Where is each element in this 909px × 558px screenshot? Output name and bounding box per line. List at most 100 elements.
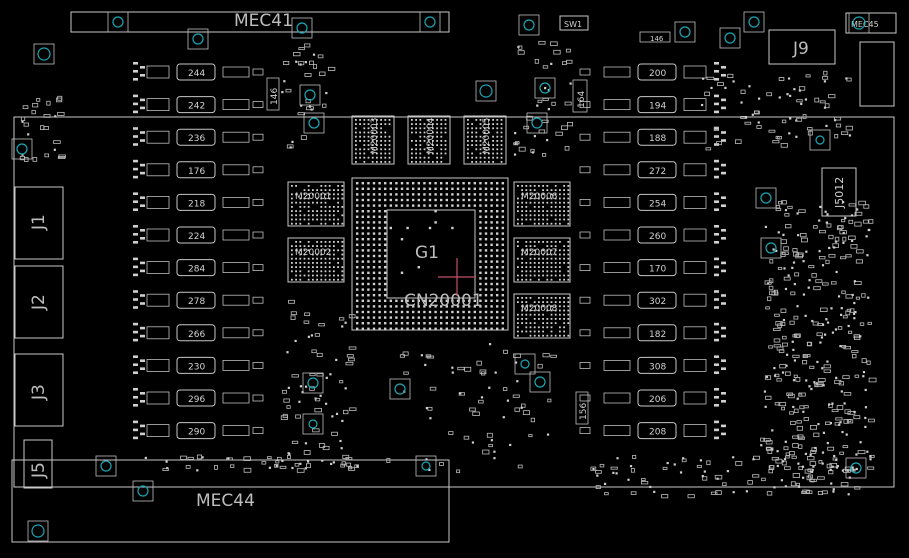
vrm-phase: 260	[580, 225, 726, 244]
vrm-phase: 182	[580, 323, 726, 342]
choke-label: 230	[188, 362, 205, 372]
j5-label: J5	[29, 462, 49, 479]
mosfet-outline	[147, 164, 169, 176]
vrm-phase: 266	[133, 323, 263, 342]
vrm-phase: 302	[580, 290, 726, 309]
capacitor-outline	[604, 263, 630, 273]
mounting-hole	[515, 354, 535, 374]
mosfet-outline	[684, 262, 706, 274]
choke-label: 170	[649, 265, 666, 275]
mosfet-outline	[147, 262, 169, 274]
j9-label: J9	[792, 39, 809, 59]
memory-chip-label: M20003	[370, 118, 380, 154]
mosfet-outline	[684, 392, 706, 404]
choke-label: 182	[649, 330, 666, 340]
choke-label: 254	[649, 199, 666, 209]
right-header-outline	[860, 42, 894, 106]
choke-label: 224	[188, 232, 205, 242]
capacitor-outline	[223, 295, 249, 305]
choke-label: 188	[649, 134, 666, 144]
vrm-phase: 308	[580, 355, 726, 374]
capacitor-outline	[223, 360, 249, 370]
choke-label: 176	[188, 167, 205, 177]
mosfet-outline	[684, 327, 706, 339]
mosfet-outline	[684, 294, 706, 306]
memory-chip: M20002	[288, 238, 344, 282]
vrm-phase: 218	[133, 192, 263, 211]
mounting-hole	[761, 238, 781, 258]
mounting-hole	[420, 12, 440, 32]
choke-label: 266	[188, 330, 205, 340]
capacitor-outline	[604, 100, 630, 110]
vrm-phase: 278	[133, 290, 263, 309]
memory-chip: M20007	[514, 238, 570, 282]
mounting-hole	[133, 481, 153, 501]
mosfet-outline	[147, 294, 169, 306]
mosfet-outline	[147, 392, 169, 404]
memory-chip-label: M20008	[521, 304, 558, 314]
mounting-hole	[720, 28, 740, 48]
choke-label: 308	[649, 362, 666, 372]
mounting-hole	[108, 12, 128, 32]
j1-label: J1	[29, 214, 49, 231]
choke-label: 296	[188, 395, 205, 405]
mosfet-outline	[684, 131, 706, 143]
vrm-phase: 290	[133, 421, 263, 440]
capacitor-outline	[604, 328, 630, 338]
capacitor-outline	[604, 165, 630, 175]
choke-label: 260	[649, 232, 666, 242]
vrm-right: 200194188272254260170302182308206208	[580, 62, 726, 439]
capacitor-outline	[223, 393, 249, 403]
choke-label: 284	[188, 265, 205, 275]
vrm-phase: 254	[580, 192, 726, 211]
mounting-hole	[476, 81, 496, 101]
mosfet-outline	[147, 425, 169, 437]
mounting-hole	[390, 379, 410, 399]
capacitor-outline	[604, 295, 630, 305]
mosfet-outline	[684, 196, 706, 208]
vrm-phase: 194	[580, 95, 726, 114]
capacitor-outline	[223, 230, 249, 240]
capacitor-outline	[604, 67, 630, 77]
memory-chip-label: M20005	[482, 118, 492, 154]
vrm-phase: 224	[133, 225, 263, 244]
capacitor-outline	[223, 328, 249, 338]
capacitor-outline	[223, 197, 249, 207]
mounting-hole	[530, 372, 550, 392]
mosfet-outline	[147, 229, 169, 241]
capacitor-outline	[223, 132, 249, 142]
mosfet-outline	[147, 99, 169, 111]
capacitor-outline	[223, 263, 249, 273]
vrm-phase: 284	[133, 258, 263, 277]
capacitor-outline	[223, 100, 249, 110]
mosfet-outline	[147, 359, 169, 371]
choke-label: 278	[188, 297, 205, 307]
mec44-label: MEC44	[196, 491, 255, 511]
choke-label: 302	[649, 297, 666, 307]
memory-chip-label: M20001	[295, 192, 331, 202]
memory-chip-label: M20007	[521, 248, 557, 258]
component-field	[20, 41, 876, 498]
mounting-hole	[810, 130, 830, 150]
mounting-hole	[519, 15, 539, 35]
choke-label: 272	[649, 167, 666, 177]
choke-label: 236	[188, 134, 205, 144]
j2-label: J2	[29, 294, 49, 311]
memory-chip: M20005	[464, 116, 506, 164]
vrm-phase: 272	[580, 160, 726, 179]
mosfet-outline	[684, 66, 706, 78]
part-146-label: 146	[270, 88, 280, 105]
memory-chip: M20006	[514, 182, 570, 226]
capacitor-outline	[223, 426, 249, 436]
mounting-hole	[292, 18, 312, 38]
mosfet-outline	[684, 164, 706, 176]
vrm-phase: 170	[580, 258, 726, 277]
part-164-label: 164	[577, 91, 587, 108]
memory-chip-label: M20006	[521, 192, 558, 202]
vrm-phase: 230	[133, 355, 263, 374]
choke-label: 218	[188, 199, 205, 209]
memory-chip: M20004	[408, 116, 450, 164]
memory-chip-label: M20004	[426, 117, 436, 154]
capacitor-outline	[604, 426, 630, 436]
